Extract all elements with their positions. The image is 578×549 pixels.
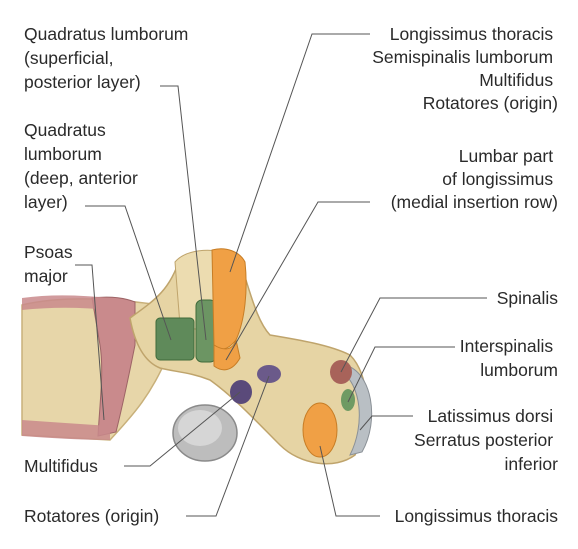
label-rotatores-left: Rotatores (origin) — [24, 506, 159, 526]
label-longissimus-bottom: Longissimus thoracis — [395, 506, 559, 526]
longissimus-thoracis-area-bottom — [303, 403, 337, 457]
quadratus-lumborum-deep-area — [156, 318, 194, 360]
label-spinalis: Spinalis — [497, 288, 559, 308]
label-multifidus-left: Multifidus — [24, 456, 98, 476]
multifidus-area — [230, 380, 252, 404]
rotatores-area — [257, 365, 281, 383]
